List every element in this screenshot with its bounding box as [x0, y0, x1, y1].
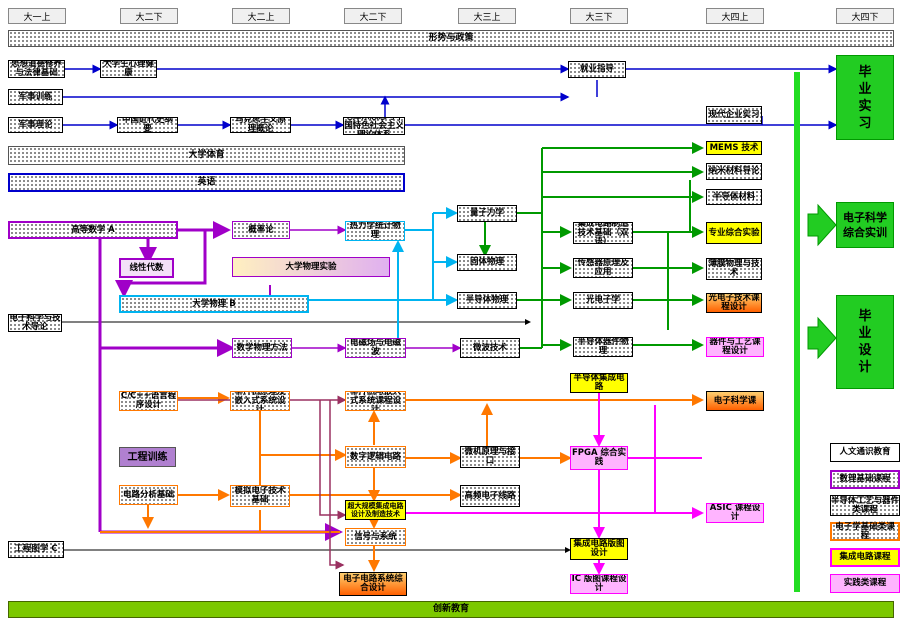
course-guangdianzi: 光电子学 — [573, 292, 633, 309]
course-dianzikeji-kecheng: 光电子技术课程设计 — [706, 293, 762, 313]
semester-7: 大四上 — [706, 8, 764, 24]
course-jicheng-zhizao: 集成电路制造技术基础（双语） — [573, 222, 633, 244]
semester-3: 大二上 — [232, 8, 290, 24]
course-chuanganqi: 传感器原理及应用 — [573, 258, 633, 278]
course-c-lang: C/C++语言程序设计 — [119, 391, 178, 411]
course-xingshi: 形势与政策 — [8, 30, 894, 47]
course-maozedong: 毛泽东思想与中国特色社会主义理论体系 — [343, 117, 405, 135]
course-danpianji-yuanli: 单片机原理及嵌入式系统设计 — [230, 391, 290, 411]
course-qijian-gongyi: 器件与工艺课程设计 — [706, 337, 764, 357]
block-chuangxin: 创新教育 — [8, 601, 894, 618]
course-wuli-shiyan: 大学物理实验 — [232, 257, 390, 277]
legend-bandaoti: 半导体工艺与器件类课程 — [830, 495, 900, 516]
course-fpga: FPGA 综合实践 — [570, 446, 628, 470]
block-zonghe-shixun: 电子科学综合实训 — [836, 202, 894, 248]
course-guti: 固体物理 — [457, 254, 517, 271]
course-chaoda: 超大规模集成电路设计及制造技术 — [345, 500, 406, 520]
course-bdt-jicheng: 半导体集成电路 — [570, 373, 628, 393]
semester-5: 大三上 — [458, 8, 516, 24]
course-liangzi: 量子力学 — [457, 205, 517, 222]
course-ic-keshe: IC 版图课程设计 — [570, 574, 628, 594]
course-mems: MEMS 技术 — [706, 141, 762, 155]
course-diancichang: 电磁场与电磁波 — [345, 338, 406, 358]
course-gailv: 概率论 — [232, 221, 290, 239]
course-xiandai: 线性代数 — [119, 258, 174, 278]
course-daolun: 电子科学与技术导论 — [8, 314, 62, 332]
course-namicailiao: 纳米材料导论 — [706, 163, 762, 180]
course-bomo: 薄膜物理与技术 — [706, 258, 762, 280]
course-wuli: 大学物理 B — [119, 295, 309, 313]
course-xinli: 大学生心理健康 — [100, 60, 157, 78]
legend-shuli: 数理基础课程 — [830, 470, 900, 489]
course-bandaoti: 半导体物理 — [457, 292, 517, 309]
legend-renwen: 人文通识教育 — [830, 443, 900, 462]
course-asic: ASIC 课程设计 — [706, 503, 764, 523]
course-reli: 热力学统计物理 — [345, 221, 405, 241]
course-bdtcailiao: 半导体材料 — [706, 189, 762, 205]
course-dianlu-fenxi: 电路分析基础 — [119, 485, 178, 505]
legend-jicheng: 集成电路课程 — [830, 548, 900, 567]
course-yingyu: 英语 — [8, 173, 405, 192]
course-shuzi-luoji: 数字逻辑电路 — [345, 446, 406, 468]
course-bdtqijian: 半导体器件物理 — [573, 337, 633, 357]
block-biye-sheji: 毕业设计 — [836, 295, 894, 389]
course-weibo: 微波技术 — [460, 338, 520, 358]
block-biye-shixi: 毕业实习 — [836, 55, 894, 140]
course-dianzi-keshe: 电子科学课 — [706, 391, 764, 411]
course-jicheng-sheji: 集成电路版图设计 — [570, 538, 628, 560]
course-sixiang: 思想道德修养与法律基础 — [8, 60, 65, 78]
course-tiyu: 大学体育 — [8, 146, 405, 165]
semester-8: 大四下 — [836, 8, 894, 24]
course-junli: 军事理论 — [8, 117, 63, 133]
course-tuxue: 工程图学 C — [8, 541, 64, 558]
course-jiwei: 微机原理与接口 — [460, 446, 520, 468]
course-shuli: 数学物理方法 — [232, 338, 292, 358]
semester-2: 大二下 — [120, 8, 178, 24]
course-moni: 模拟电子技术基础 — [230, 485, 290, 507]
course-danpianji-jiekou: 单片机与嵌入式系统课程设计 — [345, 391, 406, 411]
course-jiuye: 就业指导 — [568, 61, 626, 78]
course-gongcheng: 工程训练 — [119, 447, 176, 467]
course-zhuanye-zonghe: 专业综合实验 — [706, 222, 762, 244]
course-xinhao: 信号与系统 — [345, 528, 406, 546]
course-dianzi-zonghe: 电子电路系统综合设计 — [339, 572, 407, 596]
course-jindai: 中国近代史纲要 — [117, 117, 178, 133]
course-gaopin: 高频电子线路 — [460, 485, 520, 507]
semester-1: 大一上 — [8, 8, 66, 24]
semester-4: 大二下 — [344, 8, 402, 24]
course-makesi: 马克思主义原理概论 — [230, 117, 291, 133]
course-gaoshu: 高等数学 A — [8, 221, 178, 239]
course-shishi: 现代企业实习 — [706, 106, 762, 124]
semester-6: 大三下 — [570, 8, 628, 24]
legend-shijian: 实践类课程 — [830, 574, 900, 593]
course-junxun: 军事训练 — [8, 89, 63, 105]
legend-dianzi: 电子学基础类课程 — [830, 522, 900, 541]
